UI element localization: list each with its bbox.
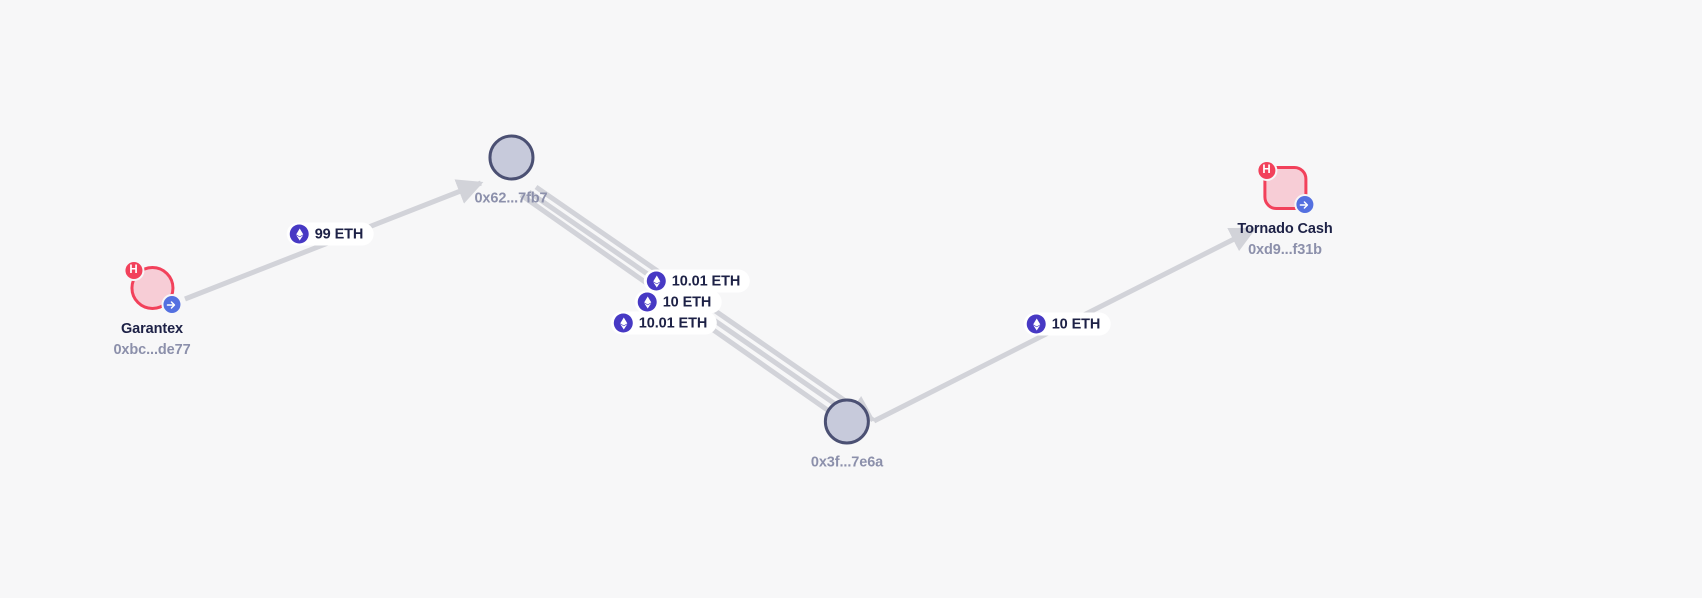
graph-node-tornado-cash[interactable]: H Tornado Cash 0xd9...f31b — [1237, 160, 1333, 258]
ethereum-icon — [1026, 314, 1046, 334]
node-address-label: 0x3f...7e6a — [810, 454, 884, 471]
node-address-label: 0xbc...de77 — [113, 342, 191, 358]
unknown-address-circle-icon — [823, 398, 870, 445]
graph-node-garantex[interactable]: H Garantex 0xbc...de77 — [113, 260, 191, 358]
node-glyph-wrap[interactable]: H — [1255, 160, 1315, 215]
ethereum-icon — [613, 313, 633, 333]
hack-badge-letter: H — [129, 263, 138, 276]
node-glyph-wrap[interactable] — [821, 396, 873, 448]
edge-amount-text: 10.01 ETH — [671, 273, 741, 289]
edge-amount-text: 99 ETH — [314, 226, 364, 242]
edge-amount-text: 10 ETH — [662, 294, 712, 310]
ethereum-icon — [289, 224, 309, 244]
edge-amount-label[interactable]: 10.01 ETH — [643, 269, 751, 293]
graph-node-addr-0x62[interactable]: 0x62...7fb7 — [474, 132, 548, 207]
node-name-label: Tornado Cash — [1237, 221, 1333, 237]
graph-node-addr-0x3f[interactable]: 0x3f...7e6a — [811, 396, 883, 471]
arrow-right-icon[interactable] — [161, 294, 182, 315]
edge-amount-label[interactable]: 10 ETH — [1023, 312, 1111, 336]
unknown-address-circle-icon — [488, 134, 534, 181]
edge-amount-label[interactable]: 10.01 ETH — [610, 311, 718, 335]
ethereum-icon — [637, 292, 657, 312]
node-glyph-wrap[interactable] — [485, 132, 537, 184]
edge-amount-text: 10.01 ETH — [638, 315, 708, 331]
node-address-label: 0xd9...f31b — [1248, 242, 1322, 258]
hack-alert-icon[interactable]: H — [123, 260, 144, 281]
hack-badge-letter: H — [1262, 163, 1271, 176]
arrow-right-icon[interactable] — [1293, 194, 1315, 215]
node-name-label: Garantex — [120, 321, 184, 337]
edge-amount-text: 10 ETH — [1051, 316, 1101, 332]
node-address-label: 0x62...7fb7 — [474, 190, 548, 207]
node-glyph-wrap[interactable]: H — [123, 260, 182, 315]
edge-amount-label[interactable]: 10 ETH — [634, 290, 722, 314]
hack-alert-icon[interactable]: H — [1255, 160, 1277, 181]
ethereum-icon — [646, 271, 666, 291]
edge-amount-label[interactable]: 99 ETH — [286, 222, 374, 246]
